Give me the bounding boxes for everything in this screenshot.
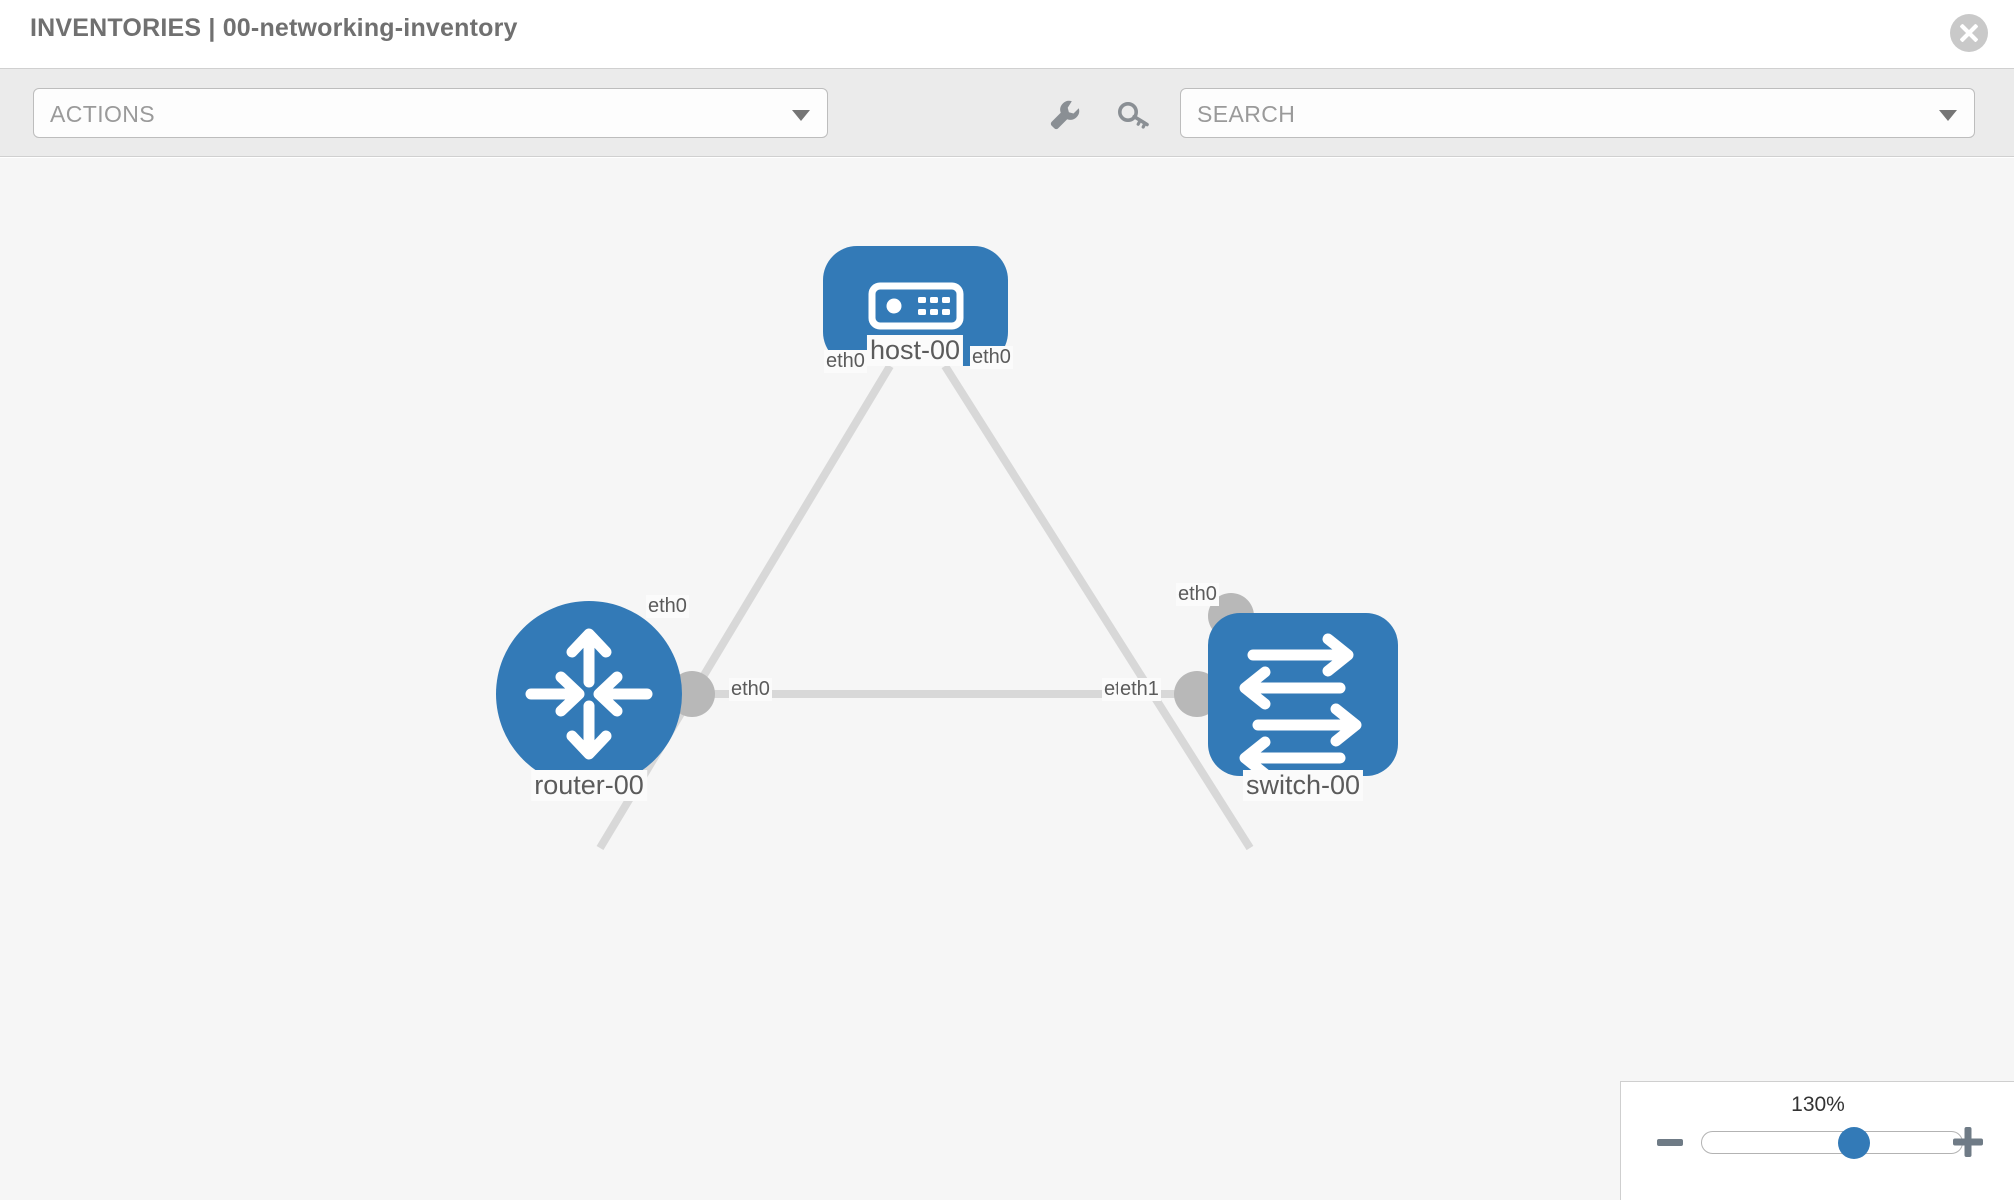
server-icon xyxy=(868,282,964,330)
switch-arrows-icon xyxy=(1239,633,1362,780)
search-input[interactable]: SEARCH xyxy=(1180,88,1975,138)
topology-graph xyxy=(496,246,1398,851)
iface-label-router-up: eth0 xyxy=(646,595,689,618)
node-label-router-00: router-00 xyxy=(531,770,647,801)
zoom-in-button[interactable] xyxy=(1952,1126,1984,1158)
actions-dropdown[interactable]: ACTIONS xyxy=(33,88,828,138)
zoom-level-value: 130% xyxy=(1791,1093,1845,1116)
zoom-out-button[interactable] xyxy=(1656,1129,1684,1157)
chevron-down-icon xyxy=(792,110,810,121)
node-router-00 xyxy=(496,601,682,787)
close-icon[interactable] xyxy=(1950,14,1988,52)
search-placeholder: SEARCH xyxy=(1197,101,1296,127)
topology-ports xyxy=(669,315,1254,717)
zoom-control-panel: 130% xyxy=(1620,1081,2014,1200)
toolbar: ACTIONS SEARCH xyxy=(0,68,2014,157)
iface-label-switch-up: eth0 xyxy=(1176,583,1219,606)
edge-host-switch xyxy=(941,363,1254,851)
iface-label-switch-left: eth1 xyxy=(1118,678,1161,701)
node-label-host-00: host-00 xyxy=(866,335,964,366)
chevron-down-icon xyxy=(1939,110,1957,121)
page-header: INVENTORIES | 00-networking-inventory xyxy=(0,0,2014,68)
node-label-switch-00: switch-00 xyxy=(1242,770,1364,801)
iface-label-host-right: eth0 xyxy=(970,346,1013,369)
wrench-icon[interactable] xyxy=(1047,97,1083,133)
iface-label-host-left: eth0 xyxy=(824,350,867,373)
key-icon[interactable] xyxy=(1116,97,1152,133)
zoom-slider-track[interactable] xyxy=(1701,1131,1963,1154)
iface-label-router-right: eth0 xyxy=(729,678,772,701)
page-title: INVENTORIES | 00-networking-inventory xyxy=(30,14,518,42)
edge-host-router xyxy=(596,363,894,851)
topology-edges xyxy=(596,363,1254,851)
zoom-slider-thumb[interactable] xyxy=(1838,1127,1870,1159)
actions-dropdown-label: ACTIONS xyxy=(50,101,156,127)
router-arrows-icon xyxy=(525,628,653,760)
node-switch-00 xyxy=(1208,613,1398,780)
topology-canvas[interactable]: host-00 router-00 switch-00 eth0 eth0 et… xyxy=(0,158,2014,1200)
